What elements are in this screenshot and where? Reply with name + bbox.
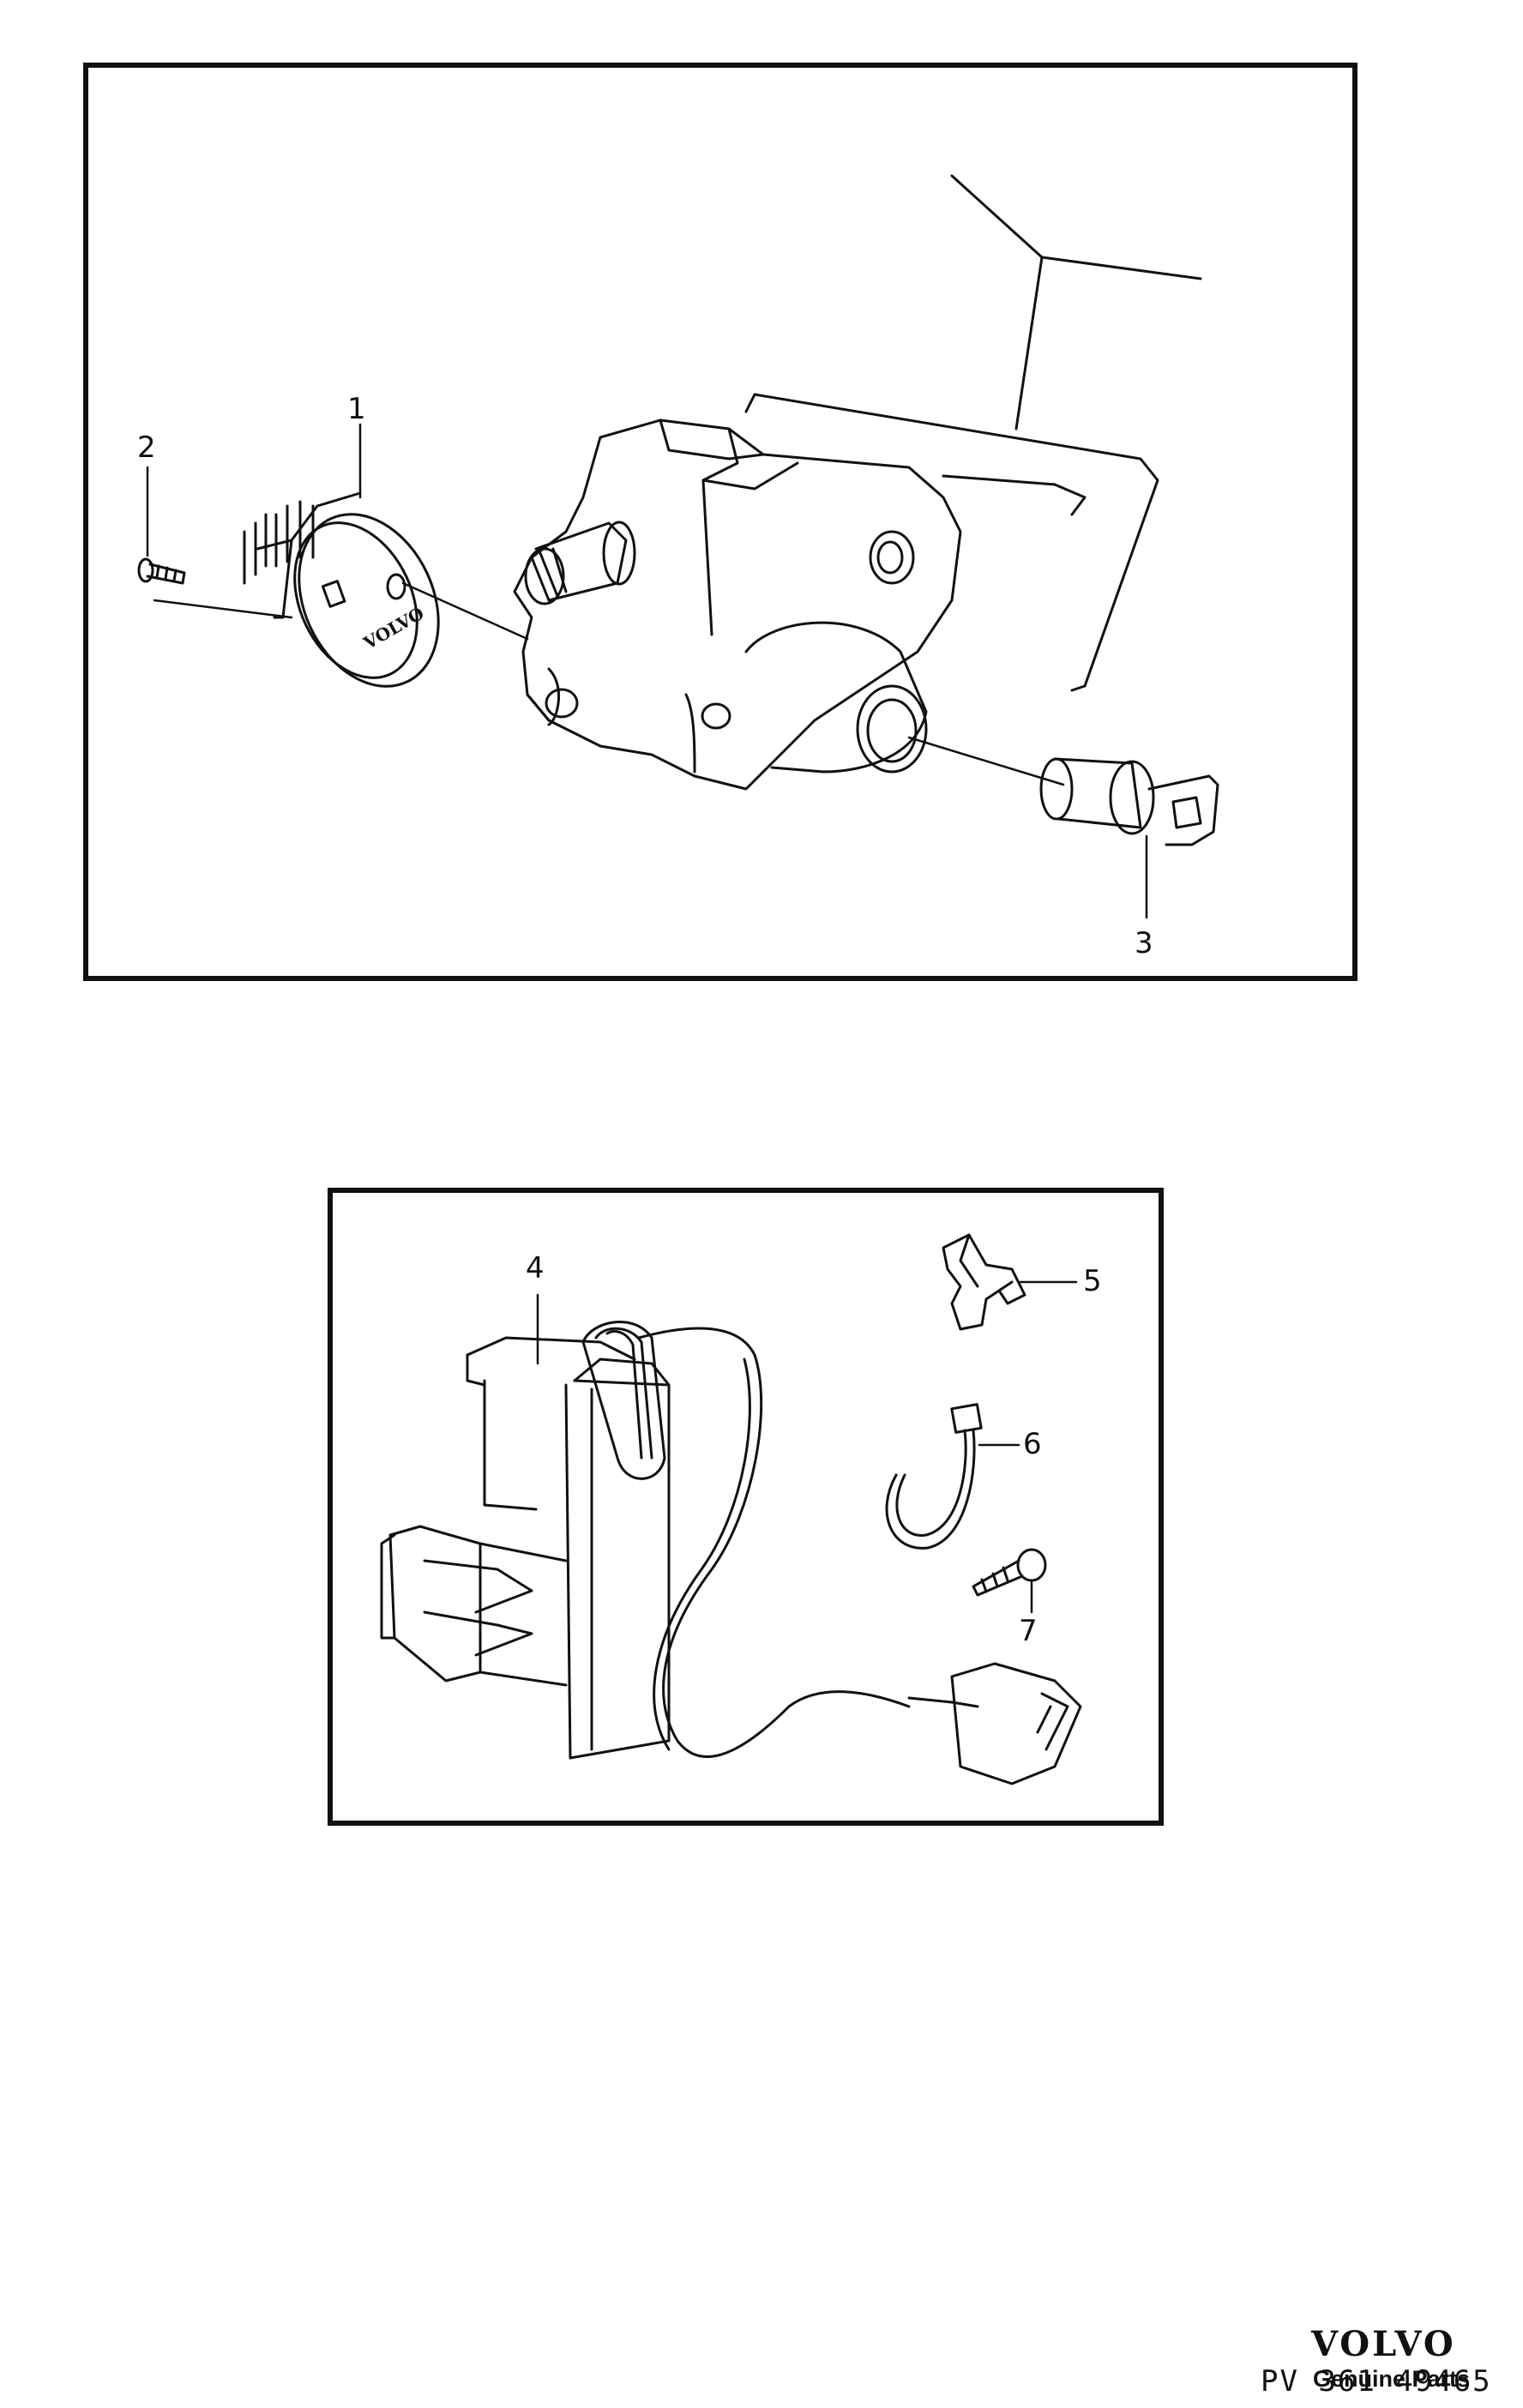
callout-7: 7 bbox=[1019, 1614, 1038, 1648]
control-unit-part-4 bbox=[380, 1321, 1082, 1785]
leader-lines-bottom bbox=[536, 1280, 1078, 1614]
lock-housing bbox=[513, 418, 962, 791]
screw-part-2 bbox=[137, 557, 186, 585]
screw-part-7 bbox=[972, 1548, 1047, 1597]
brand-tagline: Genuine Parts bbox=[1312, 2366, 1470, 2392]
callout-3: 3 bbox=[1135, 926, 1153, 960]
callout-5: 5 bbox=[1083, 1264, 1102, 1298]
brand-block: VOLVO Genuine Parts bbox=[1285, 2324, 1470, 2393]
alignment-lines bbox=[153, 581, 1065, 786]
diagram-reference-code: PV 361 49465 bbox=[1261, 2364, 1492, 2399]
leader-lines-top bbox=[146, 423, 1148, 919]
callout-6: 6 bbox=[1023, 1427, 1042, 1461]
callout-1: 1 bbox=[347, 392, 366, 426]
volvo-logo: VOLVO bbox=[1310, 2324, 1456, 2364]
ignition-switch-part-1: VOLVO bbox=[243, 491, 440, 688]
callout-2: 2 bbox=[137, 430, 156, 465]
lock-cylinder-part-3 bbox=[1039, 757, 1219, 846]
steering-column-outline bbox=[744, 174, 1202, 692]
clip-part-5 bbox=[942, 1233, 1026, 1331]
callout-4: 4 bbox=[526, 1251, 545, 1285]
cable-tie-part-6 bbox=[885, 1403, 983, 1550]
